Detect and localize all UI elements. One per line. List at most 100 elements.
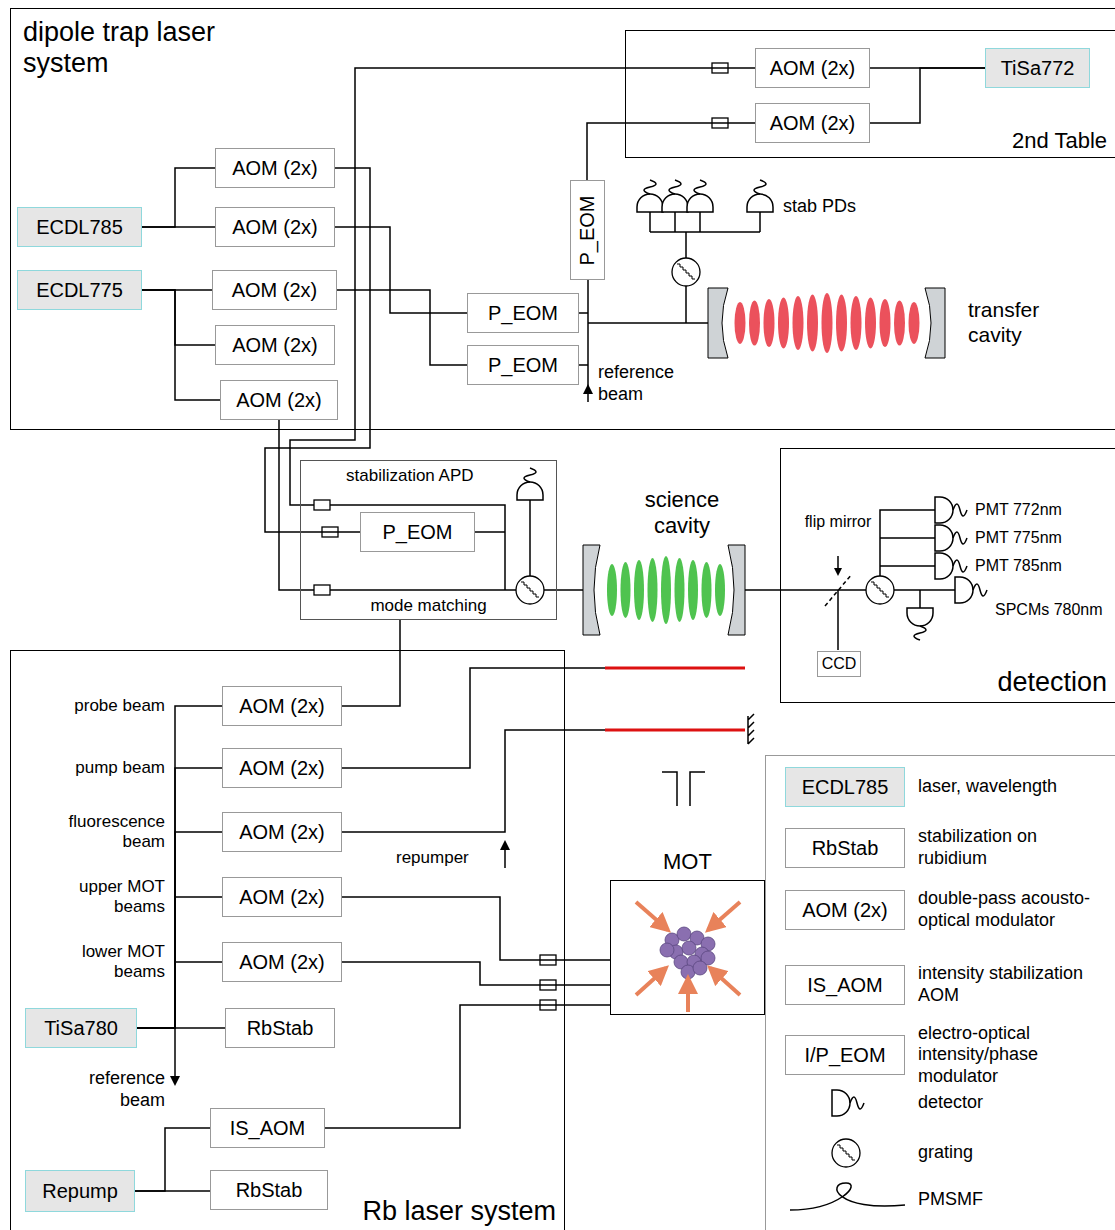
node-label: AOM (2x) xyxy=(239,886,325,909)
component-box: AOM (2x) xyxy=(215,207,335,247)
fiber-connector xyxy=(290,68,755,505)
node-label: AOM (2x) xyxy=(239,951,325,974)
fiber-connector xyxy=(342,620,400,706)
annotation-label: transfer cavity xyxy=(968,297,1068,347)
node-label: P_EOM xyxy=(382,521,452,544)
fiber-connector xyxy=(342,897,610,960)
legend-text: laser, wavelength xyxy=(918,776,1108,798)
system-panel: 2nd Table AOM (2x) AOM (2x) TiSa772 xyxy=(625,30,1115,158)
beam-connector xyxy=(870,68,985,123)
component-box: AOM (2x) xyxy=(222,748,342,788)
component-box: P_EOM xyxy=(467,293,579,333)
mot-chamber: MOT xyxy=(610,880,765,1015)
legend-sample-box: I/P_EOM xyxy=(785,1035,905,1075)
node-label: AOM (2x) xyxy=(770,57,856,80)
legend-sample-box: RbStab xyxy=(785,828,905,868)
node-label: ECDL775 xyxy=(36,279,123,302)
annotation-label: pump beam xyxy=(60,758,165,778)
component-box: RbStab xyxy=(210,1170,328,1210)
system-panel: Rb laser system AOM (2x) AOM (2x) AOM (2x) A… xyxy=(10,650,565,1230)
node-label: Repump xyxy=(42,1180,118,1203)
laser-box: Repump xyxy=(25,1170,135,1212)
annotation-label: stab PDs xyxy=(783,196,856,218)
node-label: AOM (2x) xyxy=(232,216,318,239)
node-label: detection xyxy=(997,667,1107,698)
annotation-label: repumper xyxy=(396,848,469,868)
node-label: AOM (2x) xyxy=(239,695,325,718)
legend-sample-box: CCD xyxy=(817,651,861,677)
legend-text: detector xyxy=(918,1092,1108,1114)
component-box: AOM (2x) xyxy=(222,877,342,917)
legend-text: PMSMF xyxy=(918,1189,1108,1211)
fiber-connector xyxy=(342,962,610,985)
component-box: AOM (2x) xyxy=(215,148,335,188)
node-label: TiSa772 xyxy=(1001,57,1075,80)
annotation-label: science cavity xyxy=(620,487,744,540)
node-label: MOT xyxy=(611,849,764,874)
node-label: ECDL785 xyxy=(36,216,123,239)
node-label: AOM (2x) xyxy=(239,821,325,844)
node-label: mode matching xyxy=(370,596,486,616)
legend-text: intensity stabilization AOM xyxy=(918,963,1108,1006)
annotation-label: PMT 772nm xyxy=(975,500,1062,519)
annotation-label: PMT 775nm xyxy=(975,528,1062,547)
node-label: P_EOM xyxy=(488,302,558,325)
laser-box: ECDL775 xyxy=(17,270,142,310)
beam-connector xyxy=(142,226,215,228)
component-box: AOM (2x) xyxy=(215,325,335,365)
legend-text: stabilization on rubidium xyxy=(918,826,1108,869)
node-label: AOM (2x) xyxy=(232,279,318,302)
annotation-label: probe beam xyxy=(60,696,165,716)
annotation-label: reference beam xyxy=(50,1068,165,1111)
fiber-connector xyxy=(279,420,300,590)
annotation-label: flip mirror xyxy=(793,512,883,531)
fiber-connector xyxy=(325,1005,610,1128)
node-label: RbStab xyxy=(247,1017,314,1040)
node-label: AOM (2x) xyxy=(770,112,856,135)
component-box: AOM (2x) xyxy=(220,380,338,420)
node-label: dipole trap laser system xyxy=(23,17,238,79)
laser-box: TiSa772 xyxy=(985,48,1090,88)
legend-text: double-pass acousto-optical modulator xyxy=(918,888,1108,931)
node-label: TiSa780 xyxy=(44,1017,118,1040)
legend-swatch: ECDL785 xyxy=(785,767,905,807)
annotation-label: fluorescence beam xyxy=(60,812,165,853)
annotation-label: upper MOT beams xyxy=(60,877,165,918)
legend-sample-box: IS_AOM xyxy=(785,965,905,1005)
annotation-label: SPCMs 780nm xyxy=(995,600,1103,619)
node-label: AOM (2x) xyxy=(232,334,318,357)
component-box: P_EOM xyxy=(467,345,579,385)
laser-box: TiSa780 xyxy=(25,1008,137,1048)
node-label: AOM (2x) xyxy=(239,757,325,780)
node-label: P_EOM xyxy=(576,195,599,265)
node-label: 2nd Table xyxy=(1012,128,1107,153)
legend-text: electro-optical intensity/phase modulato… xyxy=(918,1023,1108,1088)
beam-connector xyxy=(137,1027,225,1029)
component-box: AOM (2x) xyxy=(755,103,870,143)
fiber-connector xyxy=(587,123,755,180)
legend-text: grating xyxy=(918,1142,1108,1164)
annotation-label: PMT 785nm xyxy=(975,556,1062,575)
component-box: RbStab xyxy=(225,1008,335,1048)
laser-box: ECDL785 xyxy=(17,207,142,247)
node-label: AOM (2x) xyxy=(232,157,318,180)
beam-connector xyxy=(142,290,215,345)
component-box: IS_AOM xyxy=(210,1108,325,1148)
component-box: AOM (2x) xyxy=(212,270,337,310)
legend-sample-box: AOM (2x) xyxy=(785,890,905,930)
component-box: P_EOM xyxy=(570,180,605,280)
system-panel: dipole trap laser system2nd TableAOM (2x… xyxy=(10,8,1115,430)
annotation-label: reference beam xyxy=(598,362,698,405)
beam-connector xyxy=(135,1190,210,1192)
beam-connector xyxy=(142,290,220,400)
component-box: AOM (2x) xyxy=(222,942,342,982)
node-label: Rb laser system xyxy=(362,1196,556,1227)
node-label: IS_AOM xyxy=(230,1117,306,1140)
node-label: AOM (2x) xyxy=(236,389,322,412)
component-box: AOM (2x) xyxy=(755,48,870,88)
annotation-label: stabilization APD xyxy=(346,466,474,486)
component-box: AOM (2x) xyxy=(222,812,342,852)
beam-connector xyxy=(142,168,215,227)
component-box: P_EOM xyxy=(360,512,475,552)
annotation-label: lower MOT beams xyxy=(60,942,165,983)
